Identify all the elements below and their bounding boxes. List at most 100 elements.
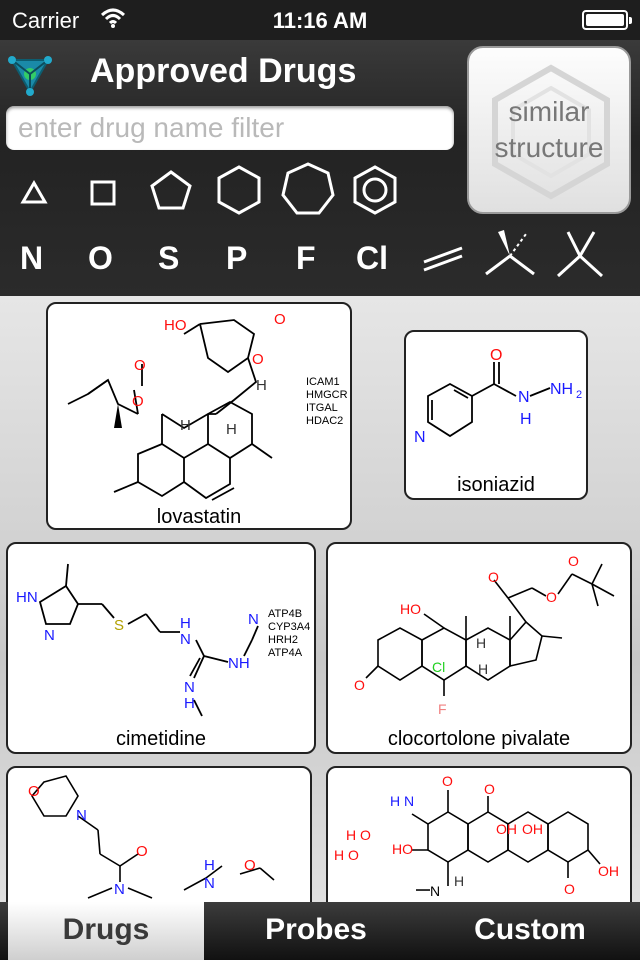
isoniazid-n-label: N [414,429,426,446]
drug-name: clocortolone pivalate [387,728,571,750]
page-title: Approved Drugs [90,52,357,90]
atom-button-cl[interactable]: Cl [356,240,388,276]
clocortolone-o-label: O [546,589,557,605]
hexagon-icon[interactable] [214,164,264,216]
hexagon-watermark-icon [492,64,610,200]
atom-button-p[interactable]: P [226,240,248,276]
square-icon[interactable] [86,176,120,210]
battery-icon [582,10,632,30]
tab-custom[interactable]: Custom [474,913,586,946]
lovastatin-o-label: O [274,311,286,328]
target-label: ATP4A [268,647,303,659]
wifi-icon [100,8,126,28]
lovastatin-o-label: O [134,357,146,374]
clocortolone-h-label: H [478,661,488,677]
morpholine-structure: O N O N H N O [28,775,275,899]
target-label: CYP3A4 [268,621,311,633]
similar-structure-button[interactable]: similar structure [467,46,631,214]
clocortolone-f-label: F [438,701,447,717]
atom-button-f[interactable]: F [296,240,316,276]
drug-name-filter-input[interactable] [6,106,454,150]
tetrahedral-bond-icon[interactable] [552,226,608,282]
double-bond-icon[interactable] [420,240,466,276]
drug-name: cimetidine [115,728,207,750]
lovastatin-ho-label: HO [164,317,187,334]
morpholine-o-label: O [136,843,148,860]
isoniazid-nh2-label: NH [550,381,573,398]
cimetidine-nh-label: NH [228,655,250,672]
tetracycline-oh-label: OH [522,821,543,837]
clocortolone-structure: O O O HO H H Cl F O [354,553,615,717]
benzene-icon[interactable] [350,164,400,216]
tetracycline-ho-label: HO [392,841,413,857]
carrier-label: Carrier [12,8,80,33]
drug-name: isoniazid [457,474,535,496]
tetracycline-oh-label: OH [496,821,517,837]
atom-button-s[interactable]: S [158,240,180,276]
tab-bar: Drugs Probes Custom [0,902,640,960]
lovastatin-o-label: O [132,393,144,410]
morpholine-o-label: O [244,857,256,874]
target-list: ICAM1 HMGCR ITGAL HDAC2 [306,376,348,428]
atom-button-o[interactable]: O [88,240,113,276]
drug-card-cimetidine[interactable]: HN N S H N N NH N H ATP4B CYP3A4 HRH2 AT… [6,542,316,754]
lovastatin-h-label: H [226,421,237,438]
water-o-label: O [348,847,359,863]
clocortolone-o-label: O [488,569,499,585]
drug-card-clocortolone-pivalate[interactable]: O O O HO H H Cl F O clocortolone pivalat… [326,542,632,754]
tetracycline-oh-label: OH [598,863,619,879]
lovastatin-o-label: O [252,351,264,368]
tetracycline-o-label: O [564,881,575,897]
heptagon-icon[interactable] [278,160,338,220]
drug-card-tetracycline[interactable]: H N O O OH OH HO H O H O O OH N H [326,766,632,902]
clocortolone-h-label: H [476,635,486,651]
target-label: HMGCR [306,389,348,401]
drug-card-morpholine[interactable]: O N O N H N O [6,766,312,902]
tetracycline-o-label: O [442,773,453,789]
app-logo-icon [8,56,52,96]
clocortolone-o-label: O [568,553,579,569]
drug-card-lovastatin[interactable]: HO O O O O H H H ICAM1 HMGCR ITGAL HDAC2… [46,302,352,530]
isoniazid-structure: O N NH 2 H N [414,347,582,446]
tetracycline-o-label: O [484,781,495,797]
target-label: ITGAL [306,402,338,414]
water-o-label: O [360,827,371,843]
lovastatin-h-label: H [256,377,267,394]
morpholine-o-label: O [28,783,40,800]
drug-list[interactable]: HO O O O O H H H ICAM1 HMGCR ITGAL HDAC2… [0,296,640,902]
similar-structure-label-2: structure [494,132,604,163]
morpholine-h-label: H [204,857,215,874]
target-label: ATP4B [268,608,303,620]
target-label: HRH2 [268,634,298,646]
wedge-bond-icon[interactable] [482,226,538,282]
tetracycline-structure: H N O O OH OH HO H O H O O OH N H [334,773,619,899]
drug-name: lovastatin [156,506,242,528]
cimetidine-hn-label: HN [16,589,38,606]
isoniazid-subscript: 2 [576,389,582,401]
water-h-label: H [334,847,344,863]
clocortolone-cl-label: Cl [432,659,445,675]
drug-card-isoniazid[interactable]: O N NH 2 H N isoniazid [404,330,588,500]
clock: 11:16 AM [272,8,368,33]
cimetidine-n-label: N [248,611,259,628]
structure-toolbar: Approved Drugs similar structure N O S P… [0,40,640,296]
cimetidine-n-label: N [44,627,55,644]
tab-drugs[interactable]: Drugs [8,902,204,960]
lovastatin-structure: HO O O O O H H H [67,311,286,501]
tetracycline-h-label: H [454,873,464,889]
cimetidine-h-label: H [180,615,191,632]
tab-probes[interactable]: Probes [265,913,367,946]
morpholine-n-label: N [76,807,87,824]
cimetidine-structure: HN N S H N N NH N H [16,563,259,717]
isoniazid-n-label: N [518,389,530,406]
target-list: ATP4B CYP3A4 HRH2 ATP4A [268,608,310,660]
water-h-label: H [346,827,356,843]
morpholine-n-label: N [114,881,125,898]
status-bar: Carrier 11:16 AM [0,0,640,40]
atom-button-n[interactable]: N [20,240,44,276]
cimetidine-s-label: S [114,617,124,634]
triangle-icon[interactable] [18,178,50,208]
target-label: HDAC2 [306,415,344,427]
cimetidine-h-label: H [184,695,195,712]
pentagon-icon[interactable] [148,168,194,214]
